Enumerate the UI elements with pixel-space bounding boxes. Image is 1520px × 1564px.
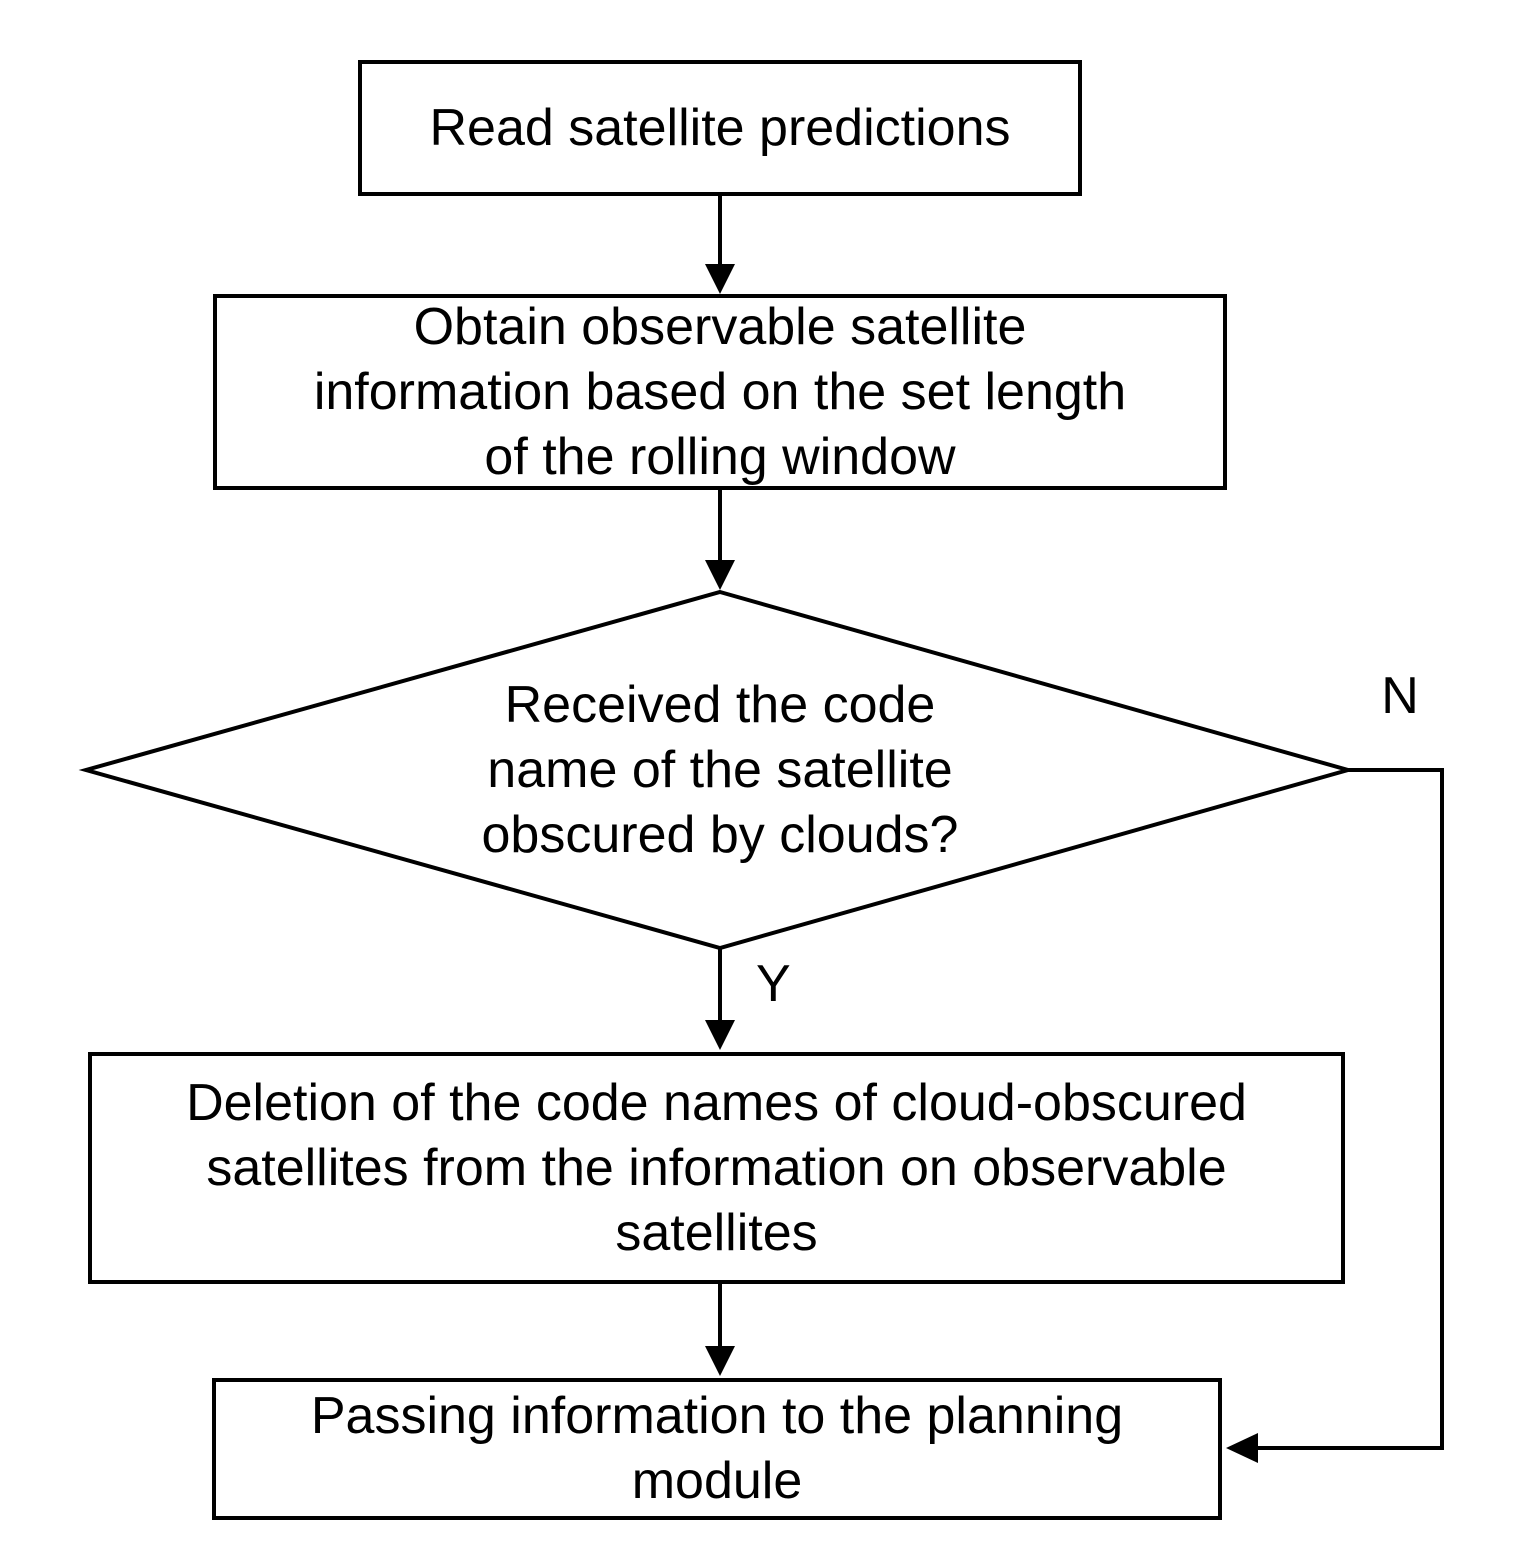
node-text-line: Obtain observable satellite	[413, 297, 1027, 356]
node-text-line: Read satellite predictions	[429, 98, 1011, 157]
node-text-line: Passing information to the planning	[310, 1387, 1124, 1445]
node-passing-information-to-planning: Passing information to the planning modu…	[212, 1378, 1222, 1520]
node-obtain-observable-satellite-info: Obtain observable satellite information …	[213, 294, 1227, 490]
arrow-obtain-to-decision-head	[705, 560, 735, 590]
arrow-no-branch-head	[1226, 1433, 1258, 1463]
branch-label-no: N	[1381, 667, 1419, 725]
node-received-code-name-decision: Received the code name of the satellite …	[360, 672, 1080, 868]
node-text-line: information based on the set length	[313, 362, 1127, 421]
node-text-line: satellites from the information on obser…	[206, 1138, 1227, 1197]
node-deletion-of-code-names: Deletion of the code names of cloud-obsc…	[88, 1052, 1345, 1284]
node-text-line: Deletion of the code names of cloud-obsc…	[186, 1073, 1247, 1132]
node-text-line: obscured by clouds?	[481, 805, 959, 864]
node-text-line: Received the code	[504, 675, 936, 734]
node-text-line: module	[631, 1452, 803, 1510]
arrow-yes-branch-head	[705, 1020, 735, 1050]
node-text-line: name of the satellite	[487, 740, 953, 799]
arrow-deletion-to-passing-head	[705, 1346, 735, 1376]
branch-label-yes: Y	[756, 955, 791, 1013]
node-read-satellite-predictions: Read satellite predictions	[358, 60, 1082, 196]
arrow-read-to-obtain-head	[705, 264, 735, 294]
arrow-no-branch-line	[1256, 768, 1444, 1450]
node-text-line: satellites	[615, 1203, 818, 1262]
node-text-line: of the rolling window	[484, 427, 956, 486]
